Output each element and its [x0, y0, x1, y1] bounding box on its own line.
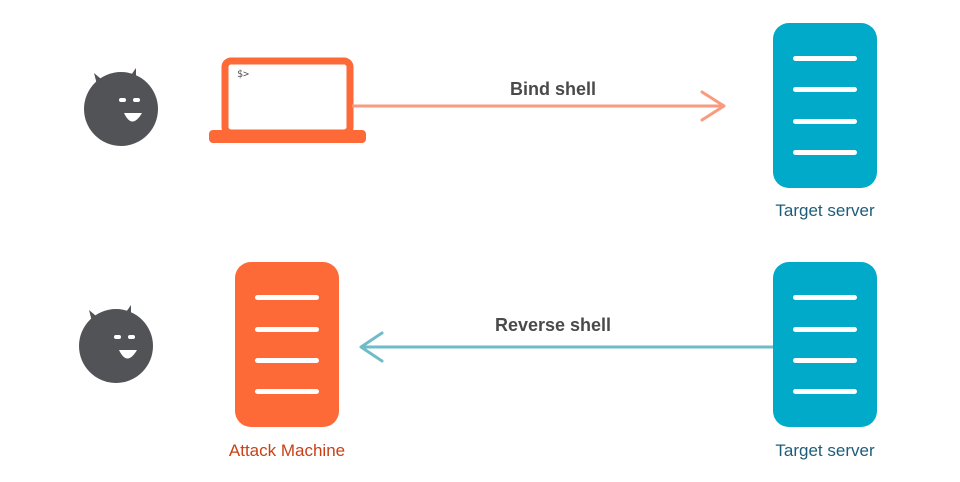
- reverse-attacker-devil-icon: [79, 305, 153, 383]
- bind-attacker-devil-icon: [84, 68, 158, 146]
- reverse-shell-arrow: [359, 331, 773, 363]
- bind-shell-arrow: [352, 90, 726, 122]
- attack-machine-label: Attack Machine: [228, 441, 346, 460]
- bind-target-server-icon: [773, 23, 877, 188]
- terminal-prompt: $>: [237, 69, 249, 80]
- reverse-target-server-label: Target server: [775, 441, 875, 460]
- bind-shell-label: Bind shell: [509, 79, 597, 99]
- reverse-target-server-icon: [773, 262, 877, 427]
- attack-machine-server-icon: [235, 262, 339, 427]
- reverse-shell-label: Reverse shell: [494, 315, 612, 335]
- bind-laptop-terminal-icon: $>: [209, 57, 366, 143]
- bind-target-server-label: Target server: [775, 201, 875, 220]
